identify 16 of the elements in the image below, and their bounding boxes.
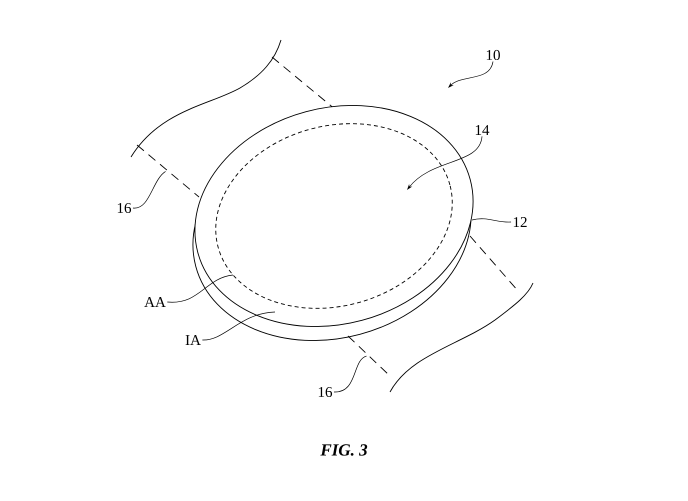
reference-numeral: 14 — [476, 125, 490, 135]
reference-numeral: IA — [186, 335, 201, 345]
reference-numeral: 12 — [514, 217, 527, 227]
leader-line — [132, 171, 166, 208]
reference-numeral: 16 — [118, 202, 132, 214]
reference-numeral: 10 — [486, 50, 500, 60]
leader-line — [166, 274, 234, 302]
reference-numeral: AA — [144, 297, 166, 307]
leader-line — [472, 218, 512, 222]
reference-numeral: 16 — [318, 386, 332, 398]
leader-line — [334, 356, 367, 392]
figure-caption: FIG. 3 — [320, 444, 368, 456]
leader-line — [202, 312, 276, 340]
watch-band-drawing — [348, 236, 534, 392]
leader-arrow — [448, 61, 494, 88]
active-area-outline — [216, 123, 452, 309]
